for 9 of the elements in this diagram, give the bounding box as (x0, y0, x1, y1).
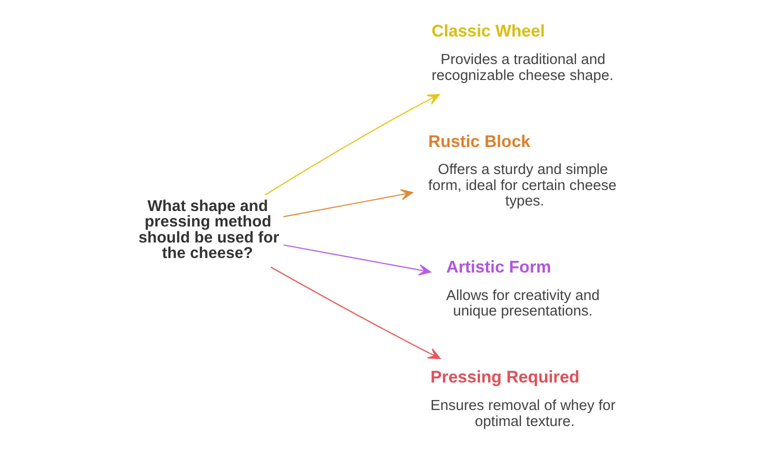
arrow (270, 266, 440, 360)
node-text: Artistic Form Allows for creativity and unique presentations. (446, 258, 600, 320)
node-text: Rustic Block Offers a sturdy and simple form, ideal for certain cheese types. (428, 132, 616, 210)
arrow (264, 94, 440, 196)
arrow (282, 189, 413, 218)
arrow (282, 244, 431, 276)
node-text: Classic Wheel Provides a traditional and recognizable cheese shape. (431, 22, 613, 84)
node-text: Pressing Required Ensures removal of whey for optimal texture. (430, 368, 615, 430)
node-text: What shape and pressing method should be used for the cheese? (138, 198, 279, 262)
